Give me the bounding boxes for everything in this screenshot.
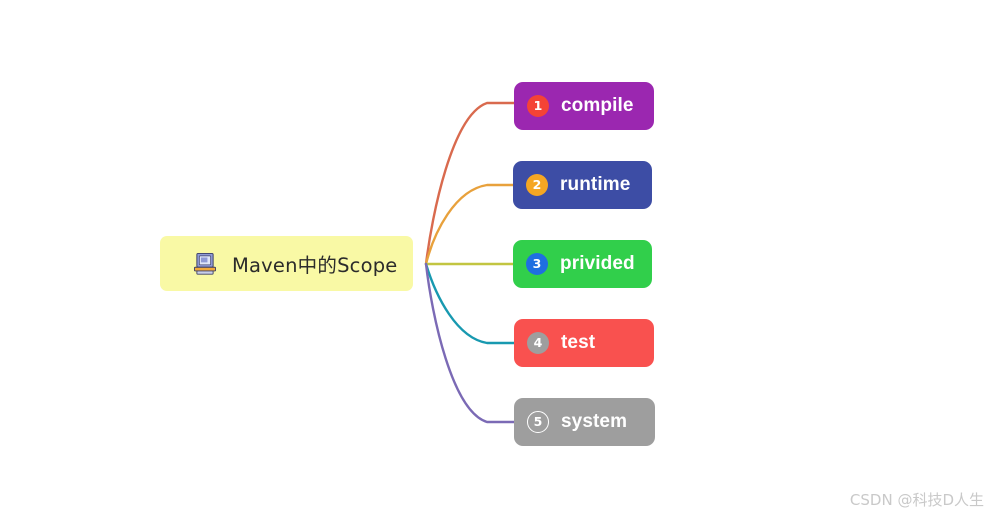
- branch-node-system[interactable]: 5 system: [514, 398, 655, 446]
- watermark-text: CSDN @科技D人生: [849, 491, 984, 509]
- branch-badge-3: 3: [526, 253, 548, 275]
- computer-icon: [193, 252, 217, 275]
- branch-badge-2: 2: [526, 174, 548, 196]
- root-node[interactable]: Maven中的Scope: [160, 236, 413, 291]
- root-node-label: Maven中的Scope: [232, 254, 398, 277]
- connector-group: [424, 101, 516, 424]
- branch-label-privided: privided: [560, 253, 635, 274]
- branch-badge-1: 1: [527, 95, 549, 117]
- branch-label-runtime: runtime: [560, 174, 631, 195]
- branch-label-compile: compile: [561, 95, 634, 116]
- branch-node-test[interactable]: 4 test: [514, 319, 654, 367]
- branch-label-system: system: [561, 411, 628, 432]
- connector-line-2: [424, 183, 515, 266]
- branch-node-runtime[interactable]: 2 runtime: [513, 161, 652, 209]
- connector-line-5: [424, 262, 516, 424]
- branch-node-compile[interactable]: 1 compile: [514, 82, 654, 130]
- branch-label-test: test: [561, 332, 596, 353]
- branch-node-privided[interactable]: 3 privided: [513, 240, 652, 288]
- branch-badge-4: 4: [527, 332, 549, 354]
- branch-badge-5: 5: [527, 411, 549, 433]
- connector-line-1: [424, 101, 516, 266]
- connector-line-4: [424, 262, 516, 345]
